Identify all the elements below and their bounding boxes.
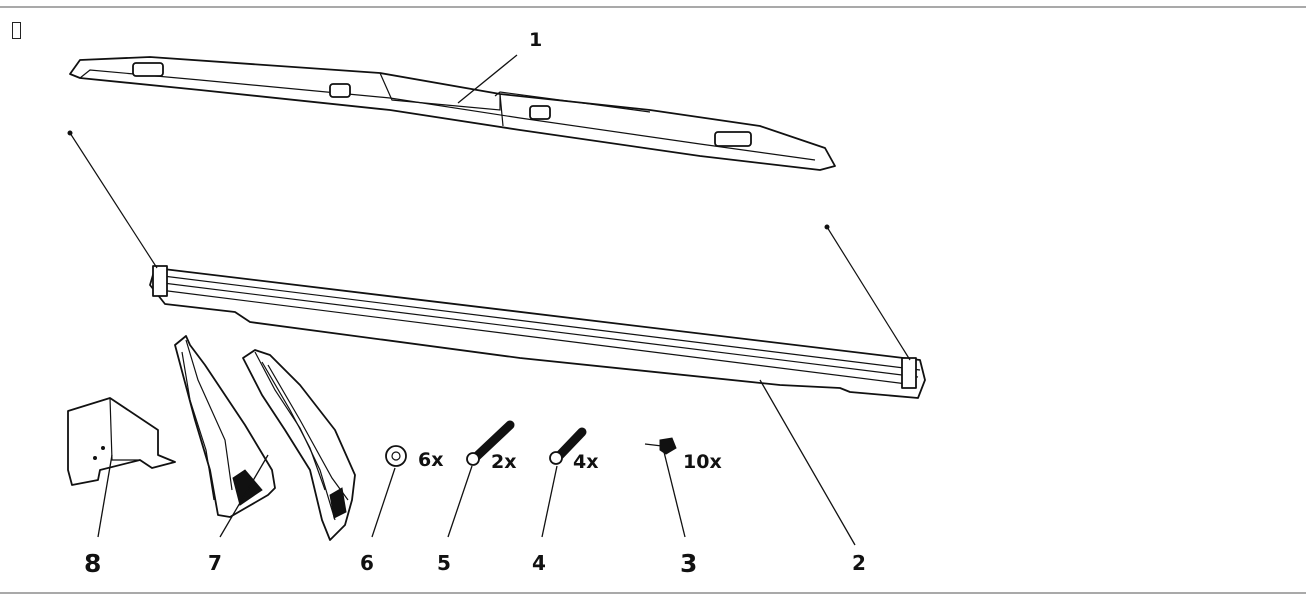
top-border: [0, 6, 1306, 8]
callout-7: 7: [208, 551, 222, 575]
qty-part-6: 6x: [418, 449, 443, 471]
callout-6: 6: [360, 551, 374, 575]
part-5-long-bolt: [466, 420, 515, 466]
qty-part-5: 2x: [491, 451, 516, 473]
qty-part-3: 10x: [683, 451, 722, 473]
part-6-washer: [385, 445, 407, 467]
callout-3: 3: [680, 549, 697, 578]
callout-4: 4: [532, 551, 546, 575]
clip-tab-2: [329, 83, 351, 98]
qty-part-4: 4x: [573, 451, 598, 473]
callout-5: 5: [437, 551, 451, 575]
part-1-upper-trim-panel: [69, 56, 836, 171]
clip-tab-4: [714, 131, 752, 147]
part-7-pillar-trim: [174, 335, 356, 541]
part-2-rail-cover: [67, 130, 926, 399]
part-8-bracket: [67, 397, 176, 486]
rail-end-cap-left: [152, 265, 168, 297]
part-3-clip: [644, 437, 677, 455]
part-4-short-bolt: [549, 427, 587, 465]
callout-8: 8: [84, 549, 101, 578]
callout-1: 1: [529, 29, 542, 51]
clip-tab-1: [132, 62, 164, 77]
clip-tab-3: [529, 105, 551, 120]
bottom-border: [0, 592, 1306, 594]
callout-2: 2: [852, 551, 866, 575]
rail-end-cap-right: [901, 357, 917, 389]
leader-lines: [97, 54, 856, 546]
missing-glyph-icon: [12, 22, 21, 39]
